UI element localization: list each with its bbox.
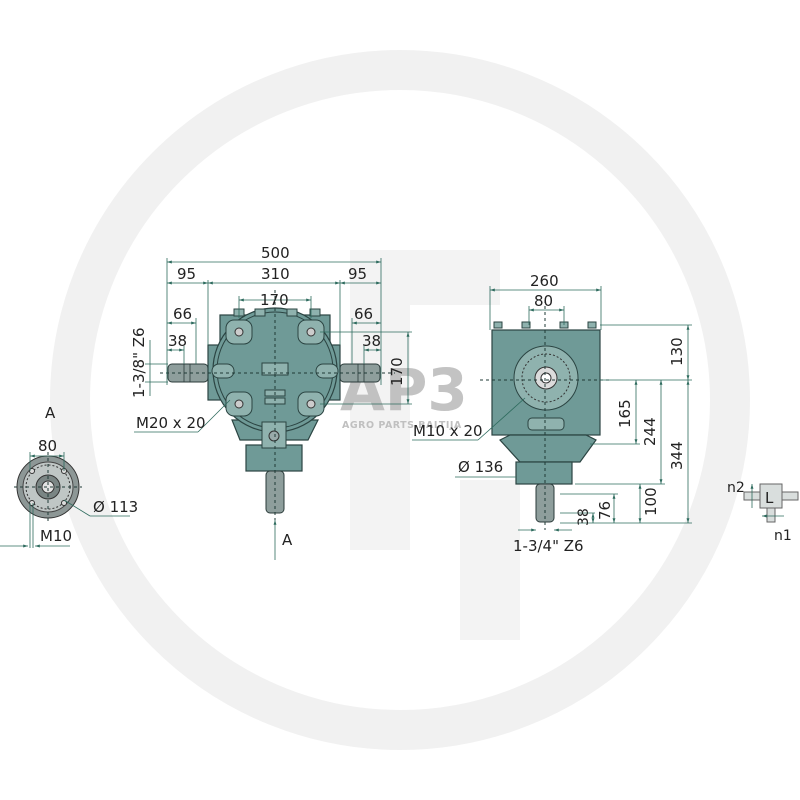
dim-side-diameter: Ø 136 bbox=[458, 458, 503, 476]
lower-flange bbox=[245, 444, 303, 472]
dim-spline-right: 38 bbox=[362, 332, 381, 350]
dim-spline-left: 38 bbox=[168, 332, 187, 350]
dim-side-shaft-spec: 1-3/4" Z6 bbox=[513, 537, 584, 555]
dim-body-width: 310 bbox=[261, 265, 290, 283]
view-a-bolt-spacing: 80 bbox=[38, 437, 57, 455]
dim-overall-width: 500 bbox=[261, 244, 290, 262]
view-a-label: A bbox=[45, 404, 56, 422]
dim-side-left: 95 bbox=[177, 265, 196, 283]
dim-bolt-spacing: 170 bbox=[260, 291, 289, 309]
dim-shaft-right: 66 bbox=[354, 305, 373, 323]
dim-side-bolt-spacing: 80 bbox=[534, 292, 553, 310]
dim-shaft-left: 66 bbox=[173, 305, 192, 323]
bolt-icon bbox=[521, 321, 531, 329]
view-a: A 80 Ø 113 M10 bbox=[0, 404, 138, 548]
watermark-logo bbox=[50, 50, 750, 750]
side-slot bbox=[211, 363, 235, 379]
dim-thread-m20: M20 x 20 bbox=[136, 414, 206, 432]
side-slot bbox=[315, 363, 339, 379]
gear-schematic: L n2 n1 bbox=[727, 480, 799, 544]
bolt-icon bbox=[309, 308, 321, 317]
dim-h244: 244 bbox=[641, 417, 659, 446]
dim-height-170: 170 bbox=[388, 357, 406, 386]
dim-side-thread: M10 x 20 bbox=[413, 422, 483, 440]
side-view: 260 80 130 165 244 344 100 76 38 bbox=[412, 272, 692, 555]
schematic-input-label: n1 bbox=[774, 528, 792, 544]
side-bottom-flange bbox=[515, 461, 573, 485]
view-marker-a: A bbox=[282, 531, 293, 549]
dim-top-height: 130 bbox=[668, 337, 686, 366]
dim-h76: 76 bbox=[596, 501, 614, 520]
dim-h100: 100 bbox=[642, 487, 660, 516]
schematic-symbol: L bbox=[765, 489, 774, 507]
front-view: 500 95 310 95 170 66 38 66 38 170 1-3/8"… bbox=[130, 244, 412, 560]
bolt-icon bbox=[254, 308, 266, 317]
dim-shaft-spec: 1-3/8" Z6 bbox=[130, 327, 148, 398]
side-plate bbox=[527, 417, 565, 431]
schematic-output-label: n2 bbox=[727, 480, 745, 496]
dim-side-right: 95 bbox=[348, 265, 367, 283]
bolt-icon bbox=[286, 308, 298, 317]
bolt-icon bbox=[493, 321, 503, 329]
brand-watermark-subtitle: AGRO PARTS BALTIJA bbox=[342, 420, 462, 431]
dim-side-width: 260 bbox=[530, 272, 559, 290]
brand-watermark: AP3 AGRO PARTS BALTIJA bbox=[340, 356, 468, 431]
dim-h344: 344 bbox=[668, 441, 686, 470]
bolt-icon bbox=[587, 321, 597, 329]
dim-h165: 165 bbox=[616, 399, 634, 428]
view-a-diameter: Ø 113 bbox=[93, 498, 138, 516]
dim-h38: 38 bbox=[576, 508, 592, 526]
view-a-thread: M10 bbox=[40, 527, 72, 545]
side-lower-body bbox=[499, 434, 597, 463]
